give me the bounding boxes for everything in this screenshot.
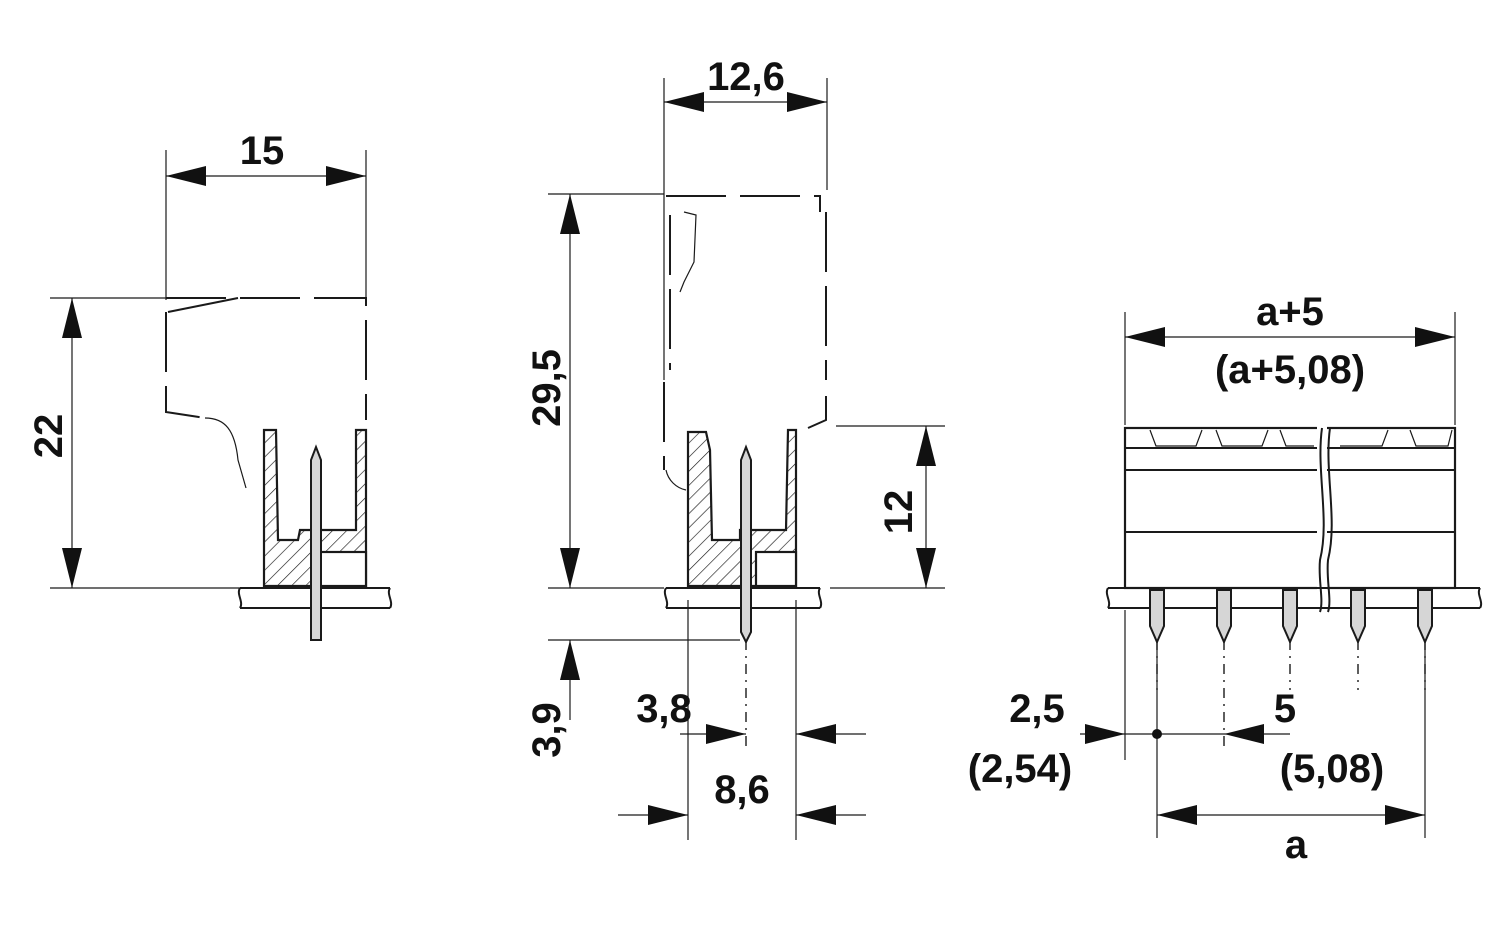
length-view [1080,312,1483,838]
dim-pitch-inch: (5,08) [1280,747,1385,791]
dim-front-height: 29,5 [525,349,569,427]
dim-total-length: a+5 [1256,290,1324,334]
side-view [50,150,393,641]
dim-pitch-span: a [1285,823,1308,867]
dim-side-width: 15 [240,129,285,173]
dim-pin-length: 3,9 [525,702,569,758]
dim-total-length-inch: (a+5,08) [1215,348,1365,392]
dim-pitch: 5 [1274,687,1296,731]
dim-base-width: 8,6 [714,768,770,812]
dim-pin-offset: 3,8 [636,687,692,731]
dim-front-width: 12,6 [707,55,785,99]
front-view [548,78,945,840]
dim-side-height: 22 [27,414,71,459]
dim-edge-offset: 2,5 [1009,687,1065,731]
dim-body-height: 12 [877,490,921,535]
dim-edge-offset-inch: (2,54) [968,747,1073,791]
